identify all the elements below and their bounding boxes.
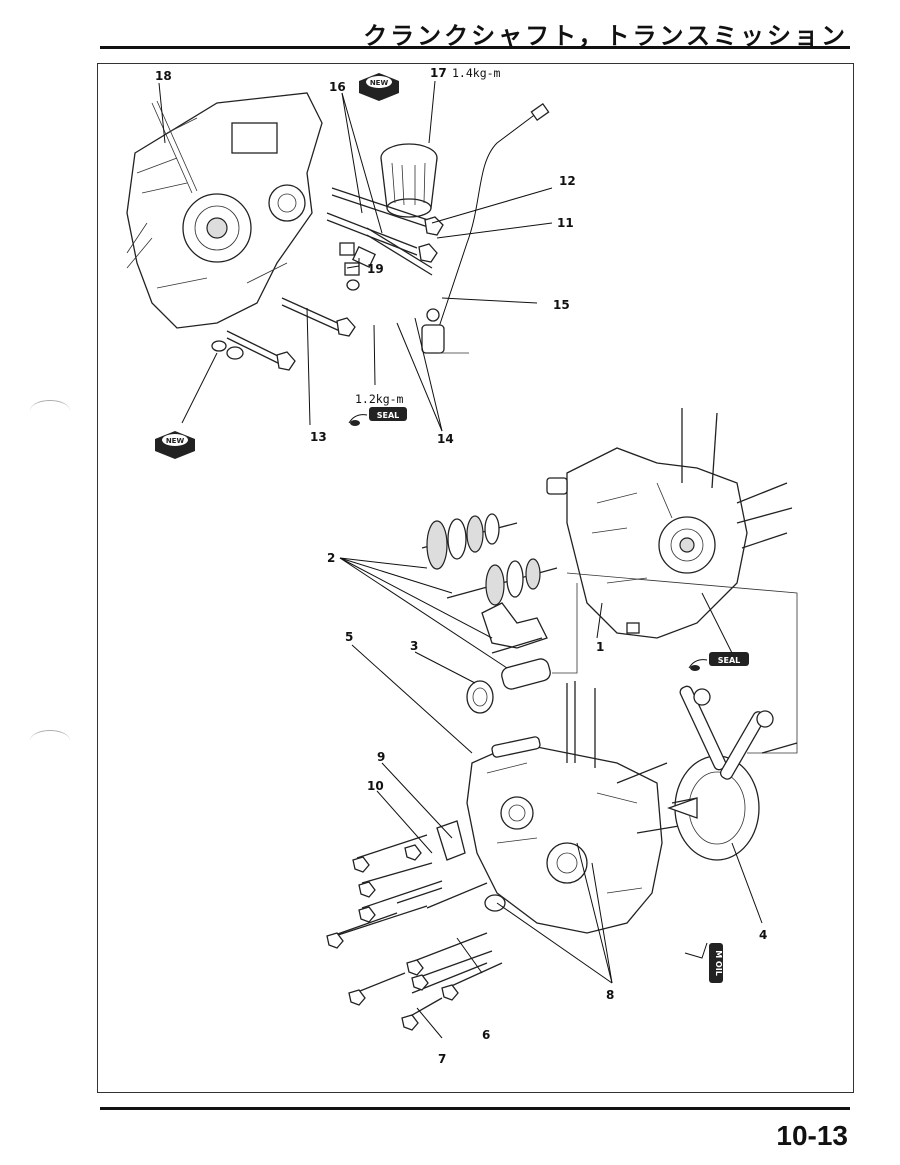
callout-19: 19 (367, 262, 384, 276)
callout-14: 14 (437, 432, 454, 446)
callout-1: 1 (596, 640, 604, 654)
bolts-group-lower (326, 834, 503, 1031)
callout-10: 10 (367, 779, 384, 793)
header-rule (100, 46, 850, 49)
callout-16: 16 (329, 80, 346, 94)
crankshaft-4 (667, 685, 798, 861)
oil-pressure-switch-14 (421, 308, 469, 354)
leader-lines (158, 80, 763, 1039)
gasket-9 (436, 820, 466, 861)
svg-text:SEAL: SEAL (718, 656, 741, 665)
svg-text:M OIL: M OIL (714, 950, 723, 976)
page-title: クランクシャフト，トランスミッション (363, 22, 848, 50)
seal-icon: SEAL (688, 652, 749, 671)
callout-4: 4 (759, 928, 767, 942)
callout-17: 17 (430, 66, 447, 80)
callout-15: 15 (553, 298, 570, 312)
footer-rule (100, 1107, 850, 1110)
countershaft-2 (446, 558, 558, 606)
oil-filter-17 (380, 143, 438, 218)
torque-spec-oil-filter: 1.4kg-m (452, 66, 501, 80)
page-number: 10-13 (776, 1120, 848, 1151)
callout-7: 7 (438, 1052, 446, 1066)
new-part-icon: NEW (155, 431, 195, 459)
callout-18: 18 (155, 69, 172, 83)
svg-text:NEW: NEW (370, 79, 389, 87)
shift-drum-2 (501, 658, 551, 690)
callout-6: 6 (482, 1028, 490, 1042)
oil-pressure-wire-15 (436, 102, 550, 334)
oil-icon: M OIL (684, 942, 723, 983)
torque-spec-part14: 1.2kg-m (355, 392, 404, 406)
callout-3: 3 (410, 639, 418, 653)
diagram-frame (97, 63, 854, 1093)
punch-hole-mark (30, 400, 70, 421)
shift-forks-2 (481, 602, 548, 654)
callout-9: 9 (377, 750, 385, 764)
callout-5: 5 (345, 630, 353, 644)
callout-11: 11 (557, 216, 574, 230)
bearing-8 (484, 894, 506, 912)
svg-text:SEAL: SEAL (377, 411, 400, 420)
punch-hole-mark (30, 730, 70, 751)
mainshaft-2 (421, 513, 518, 570)
callout-8: 8 (606, 988, 614, 1002)
svg-text:NEW: NEW (166, 437, 185, 445)
callout-12: 12 (559, 174, 576, 188)
callout-13: 13 (310, 430, 327, 444)
right-crankcase-upper (546, 408, 793, 639)
oil-seal-3 (466, 680, 494, 714)
engine-left-case-assembly (126, 92, 323, 329)
callout-2: 2 (327, 551, 335, 565)
chain-guide-18 (151, 100, 198, 194)
left-crankcase-5 (466, 681, 698, 934)
bolts-group-upper (211, 187, 444, 371)
new-part-icon: NEW (359, 73, 399, 101)
seal-icon: SEAL (348, 407, 407, 426)
exploded-view-diagram: NEW NEW SEAL (126, 66, 798, 1066)
